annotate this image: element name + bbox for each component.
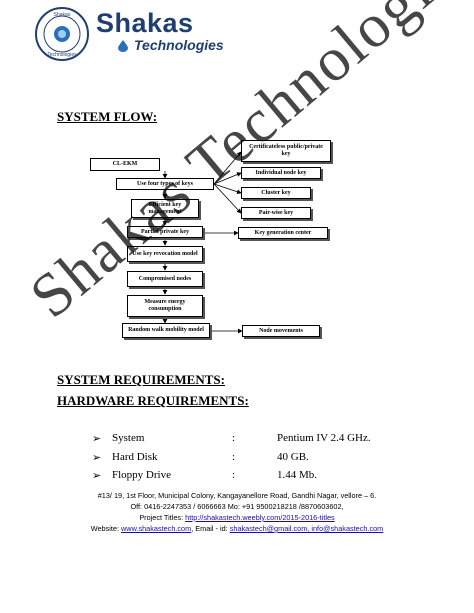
flow-box-individual: Individual node key (241, 167, 321, 179)
website-label: Website: (90, 524, 122, 533)
hardware-requirements-heading: HARDWARE REQUIREMENTS: (57, 393, 249, 408)
svg-text:Technologies: Technologies (47, 52, 77, 58)
flow-box-efficient-key: Efficient key management (131, 199, 199, 218)
flow-box-certificateless: Certificateless public/private key (241, 140, 331, 162)
hardware-value: 40 GB. (277, 451, 309, 463)
hardware-row-system: ➢ System : Pentium IV 2.4 GHz. (92, 432, 371, 445)
hardware-colon: : (232, 432, 236, 444)
arrow-bullet-icon: ➢ (92, 470, 102, 482)
flow-box-pairwise: Pair-wise key (241, 207, 311, 219)
flow-box-random-walk: Random walk mobility model (122, 323, 210, 338)
email-link[interactable]: shakastech@gmail.com, info@shakastech.co… (229, 524, 384, 533)
flow-box-compromised: Compromised nodes (127, 271, 203, 287)
footer-project-line: Project Titles: http://shakastech.weebly… (0, 512, 474, 523)
hardware-name: Hard Disk (112, 451, 158, 463)
arrow-bullet-icon: ➢ (92, 433, 102, 445)
flow-box-cl-ekm: CL-EKM (90, 158, 160, 171)
company-badge-logo: Shakas Technologies (35, 7, 89, 61)
website-link[interactable]: www.shakastech.com (121, 524, 192, 533)
flow-box-four-types: Use four types of keys (116, 178, 214, 190)
water-drop-icon (118, 40, 128, 52)
flow-box-cluster: Cluster key (241, 187, 311, 199)
footer-address: #13/ 19, 1st Floor, Municipal Colony, Ka… (97, 491, 377, 500)
hardware-colon: : (232, 451, 236, 463)
system-flow-heading: SYSTEM FLOW: (57, 109, 158, 124)
brand-name-bottom: Technologies (134, 37, 224, 53)
project-titles-label: Project Titles: (139, 513, 186, 522)
footer-phone: Off: 0416-2247353 / 6066663 Mo: +91 9500… (130, 502, 344, 511)
hardware-name: System (112, 432, 145, 444)
flow-box-energy: Measure energy consumption (127, 295, 203, 317)
footer-contact-line: Website: www.shakastech.com, Email - id:… (0, 523, 474, 534)
hardware-value: 1.44 Mb. (277, 469, 318, 481)
flow-box-partial-key: Partial private key (127, 226, 203, 238)
email-label: , Email - id: (191, 524, 230, 533)
flow-box-key-generation: Key generation center (238, 227, 328, 239)
hardware-value: Pentium IV 2.4 GHz. (277, 432, 371, 444)
hardware-name: Floppy Drive (112, 469, 171, 481)
hardware-row-floppy: ➢ Floppy Drive : 1.44 Mb. (92, 469, 317, 482)
system-requirements-heading: SYSTEM REQUIREMENTS: (57, 372, 225, 387)
flow-box-revocation: Use key revocation model (127, 246, 203, 262)
project-titles-link[interactable]: http://shakastech.weebly.com/2015-2016-t… (185, 513, 335, 522)
hardware-colon: : (232, 469, 236, 481)
brand-name-top: Shakas (96, 8, 194, 38)
svg-text:Shakas: Shakas (54, 12, 71, 18)
flow-box-node-movements: Node movements (242, 325, 320, 337)
arrow-bullet-icon: ➢ (92, 452, 102, 464)
hardware-row-hard-disk: ➢ Hard Disk : 40 GB. (92, 451, 309, 464)
